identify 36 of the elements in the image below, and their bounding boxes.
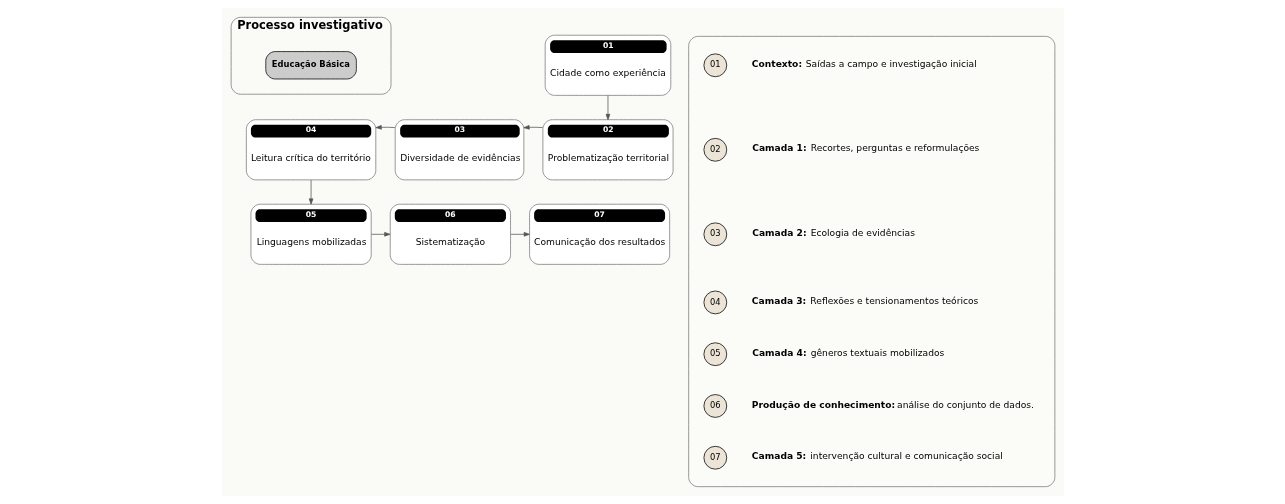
node-label: Camada 4: — [751, 347, 807, 358]
node-circle: 02 — [703, 138, 727, 162]
node-label: Camada 3: — [751, 296, 806, 307]
node-label: Camada 5: — [751, 451, 806, 462]
arrow — [523, 125, 543, 130]
node-label: análise do conjunto de dados. — [896, 399, 1034, 410]
node-label: Contexto: — [751, 58, 802, 69]
node-box: Educação Básica — [264, 51, 357, 80]
node-label: Ecologia de evidências — [810, 227, 915, 238]
arrow — [375, 125, 395, 130]
node-circle: 01 — [703, 53, 727, 78]
node-circle: 03 — [703, 222, 727, 247]
node-label: Camada 2: — [751, 227, 807, 238]
node-circle: 04 — [703, 290, 727, 315]
cluster — [687, 36, 1055, 488]
node-box: 05 Linguagens mobilizadas — [250, 203, 372, 265]
node-label: Recortes, perguntas e reformulações — [810, 143, 979, 154]
arrow — [605, 95, 610, 120]
node-circle: 07 — [703, 445, 727, 470]
node-box: 07 Comunicação dos resultados — [528, 203, 670, 265]
node-box: 03 Diversidade de evidências — [394, 119, 524, 181]
node-circle: 05 — [703, 342, 727, 366]
node-box: 01 Cidade como experiência — [544, 34, 671, 96]
node-label: intervenção cultural e comunicação social — [809, 451, 1003, 462]
node-label: Produção de conhecimento: — [751, 399, 895, 410]
node-label: gêneros textuais mobilizados — [810, 347, 944, 358]
node-box: 04 Leitura crítica do território — [245, 119, 376, 181]
arrow — [308, 179, 313, 205]
node-label: Saídas a campo e investigação inicial — [805, 58, 977, 69]
arrow — [509, 232, 530, 237]
node-box: 06 Sistematização — [389, 203, 511, 265]
node-label: Camada 1: — [751, 143, 807, 154]
node-circle: 06 — [703, 394, 727, 418]
node-label: Reflexões e tensionamentos teóricos — [809, 296, 978, 307]
node-box: 02 Problematização territorial — [542, 119, 673, 181]
arrow — [370, 232, 390, 237]
